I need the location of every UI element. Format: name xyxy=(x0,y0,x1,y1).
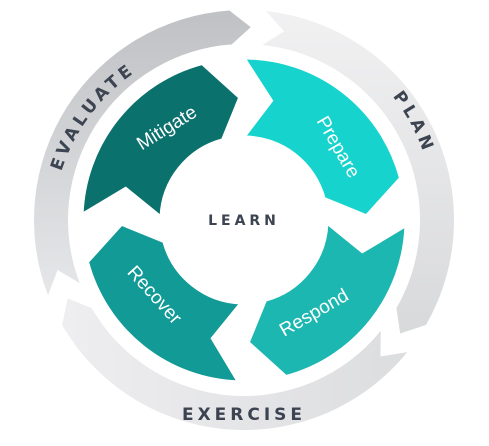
outer-arrow-exercise xyxy=(62,298,408,431)
outer-arrow-plan xyxy=(262,11,455,334)
outer-arrow-evaluate xyxy=(34,10,251,296)
outer-label-exercise: EXERCISE xyxy=(182,405,306,425)
outer-ring xyxy=(34,10,455,431)
center-label: LEARN xyxy=(208,213,280,229)
center-hub xyxy=(161,137,327,303)
